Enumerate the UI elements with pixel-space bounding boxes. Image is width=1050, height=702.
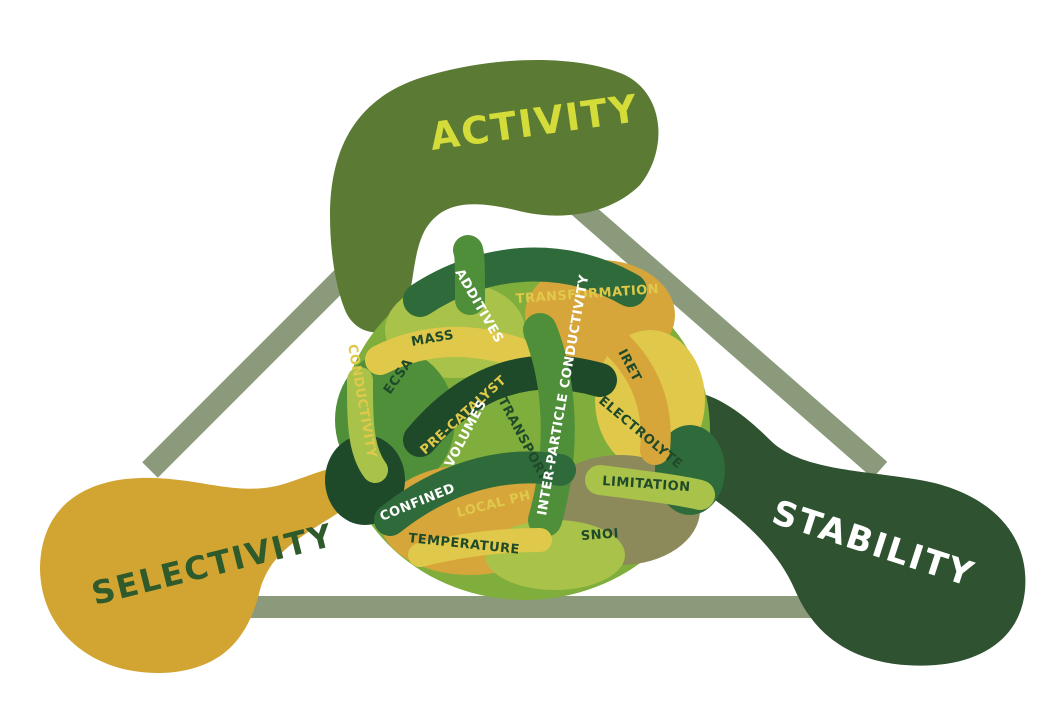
selectivity-node [40, 466, 365, 674]
stability-node [660, 391, 1026, 666]
factor-label: LIMITATION [602, 474, 691, 495]
factor-knot [325, 235, 725, 600]
activity-node [330, 60, 659, 333]
factor-label: IONS [580, 524, 619, 542]
factor-label: MASS [410, 328, 455, 350]
